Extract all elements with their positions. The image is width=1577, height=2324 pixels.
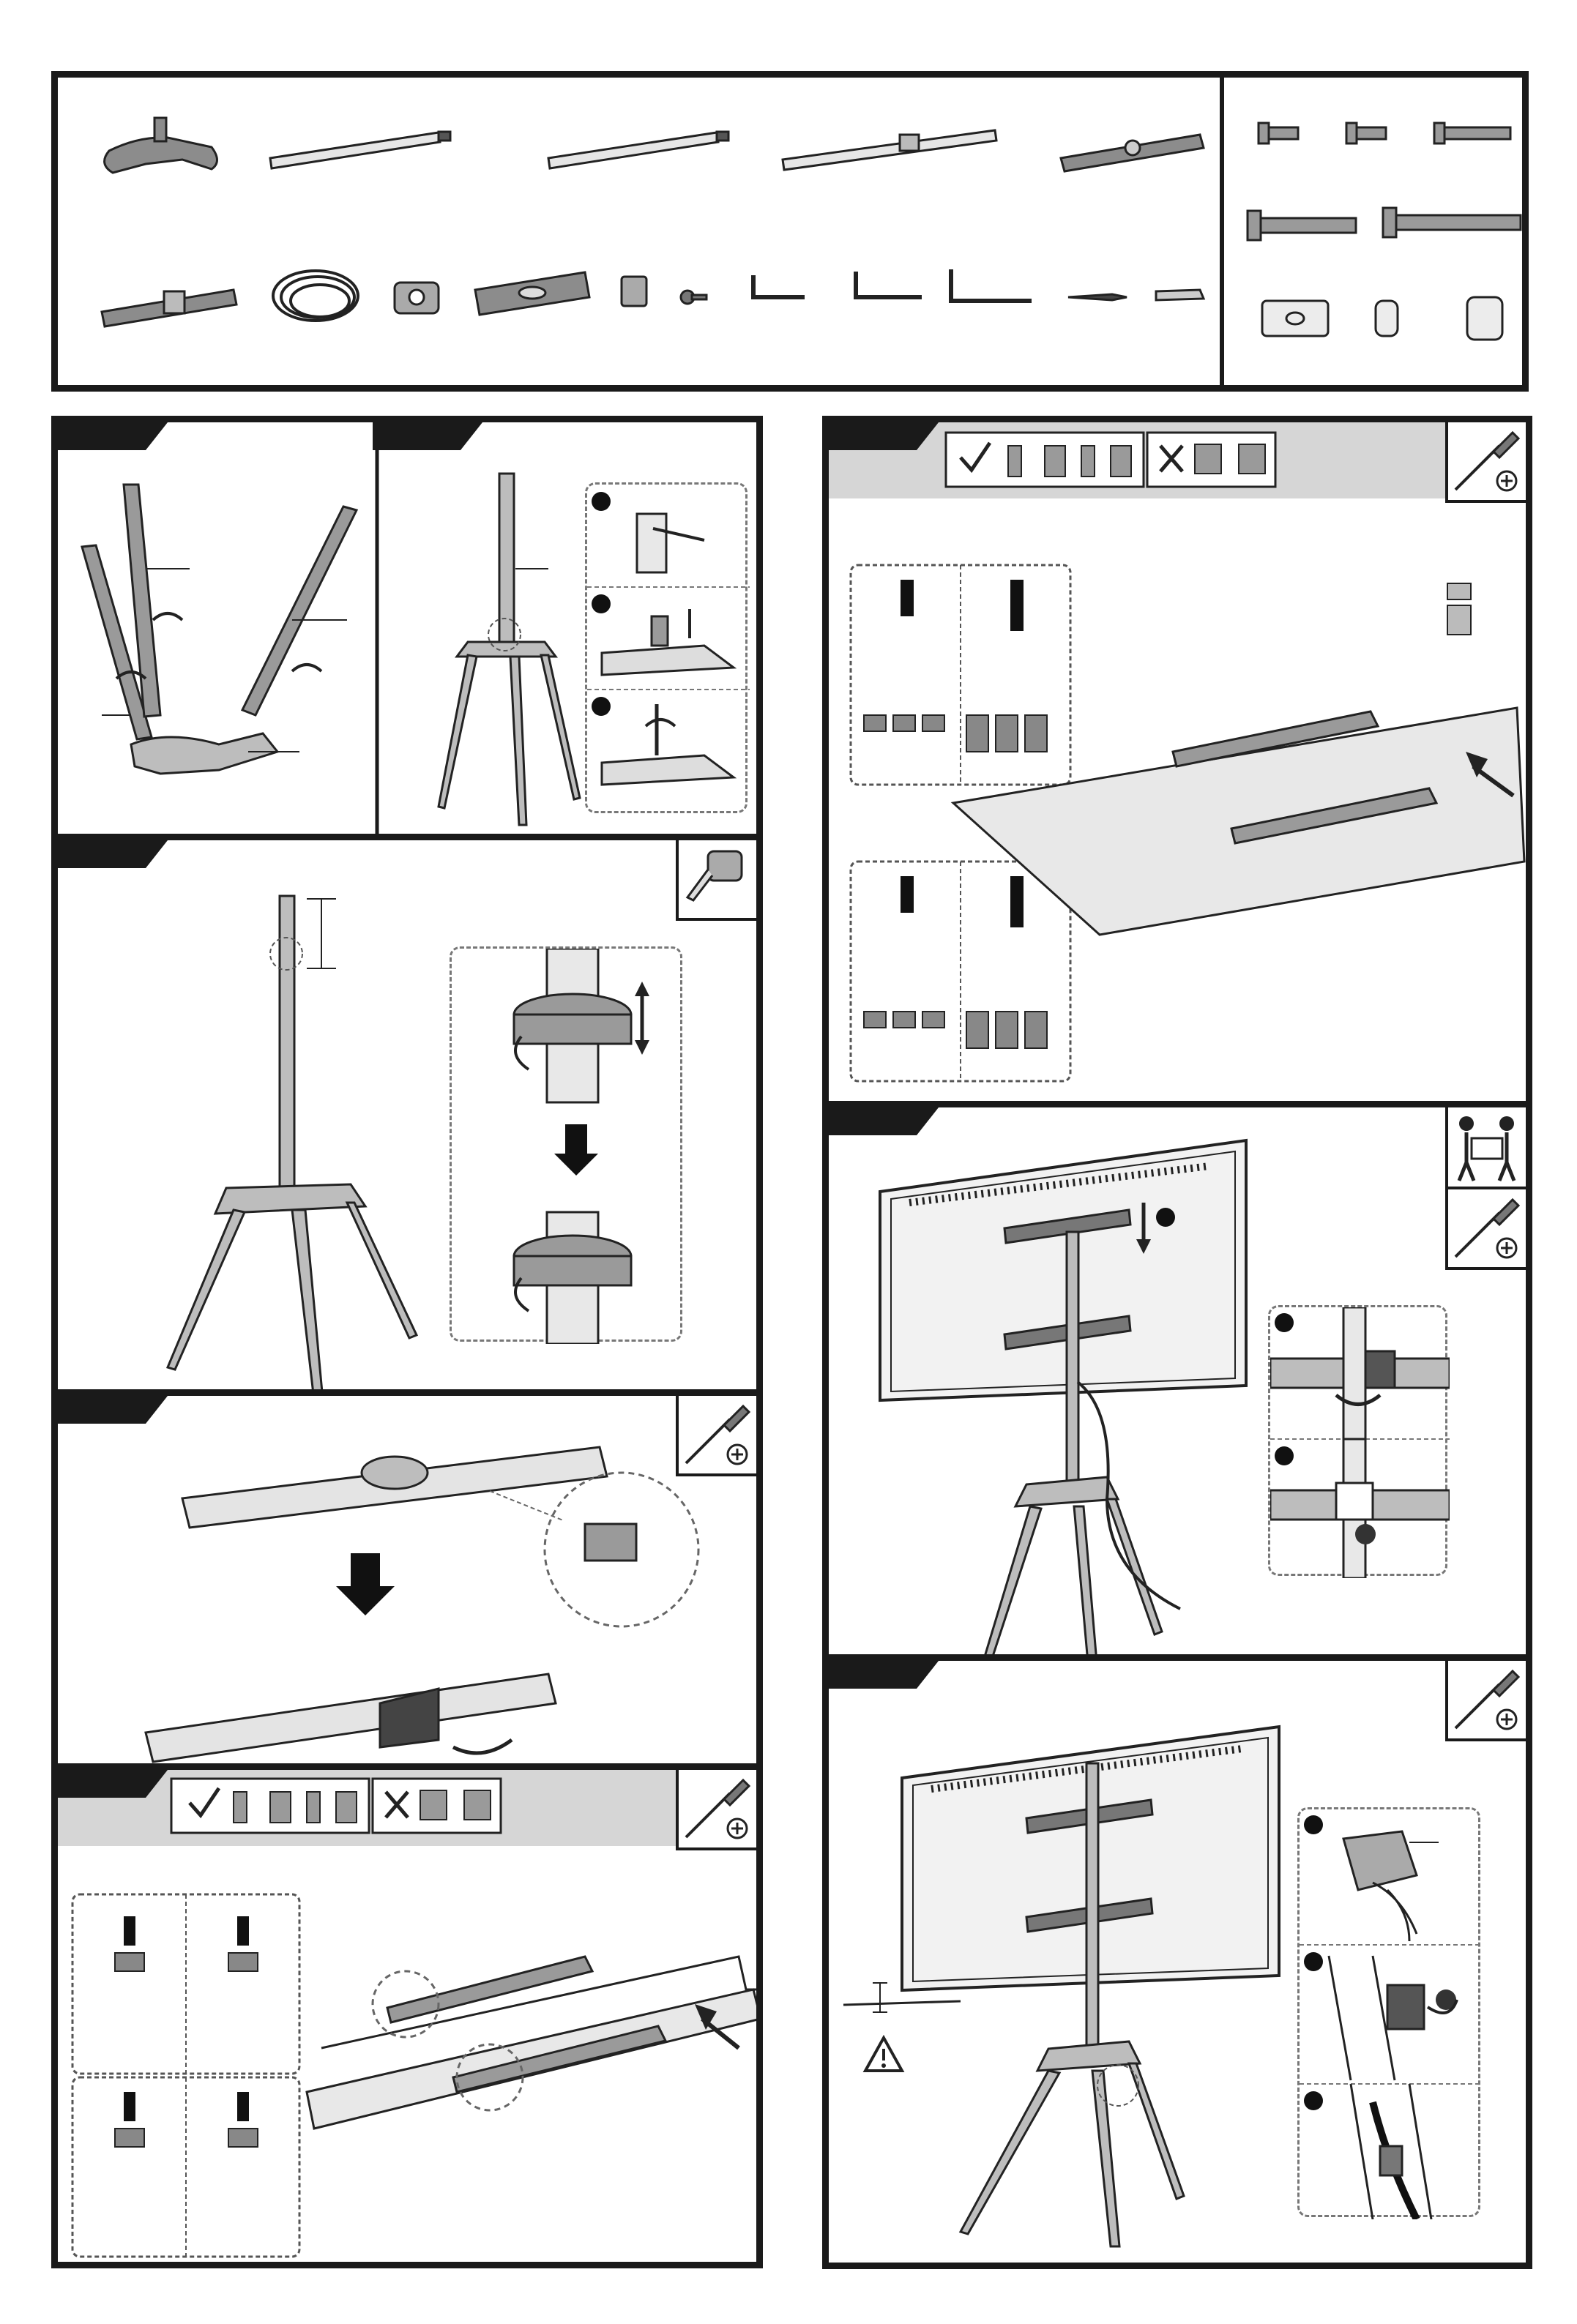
tripod-base-drawing (131, 733, 277, 774)
screwdriver-icon-3 (1445, 422, 1526, 503)
pole-tube-part (783, 130, 996, 170)
two-person-lift-icon (1445, 1107, 1526, 1189)
mount-bracket-part (102, 290, 236, 326)
small-screw-part (681, 291, 707, 304)
detail-box-hang (1268, 1305, 1447, 1576)
leg-tube-part-2 (548, 132, 728, 168)
screwdriver-icon-2 (676, 1770, 756, 1850)
screwdriver-icon-4 (1445, 1189, 1526, 1270)
parts-list-panel (51, 71, 1529, 392)
step-legs-pole-panel (51, 416, 763, 840)
step-height-panel (51, 834, 763, 1396)
leg-tube-part (270, 132, 450, 168)
step-tv-brackets-right-drawing (829, 422, 1528, 1103)
wall-plug-part (1156, 290, 1204, 300)
hardware-bolts (1248, 123, 1521, 240)
tape-measure-icon (676, 840, 756, 921)
detail-box-cable (1297, 1807, 1480, 2217)
cable-coil-part (273, 271, 358, 321)
tv-bracket-part (1061, 135, 1204, 171)
parts-list-drawing (58, 78, 1522, 385)
screwdriver-icon (676, 1396, 756, 1476)
detail-box-collar (450, 946, 682, 1342)
step-tv-brackets-left-panel (51, 1763, 763, 2268)
step-hang-tv-panel (822, 1101, 1532, 1661)
hardware-washers-spacers (1262, 297, 1502, 340)
step-tv-brackets-left-drawing (58, 1770, 761, 2268)
small-clip-part (622, 277, 646, 306)
screwdriver-icon-5 (1445, 1661, 1526, 1741)
step-bracket-collar-panel (51, 1389, 763, 1770)
step-tv-brackets-right-panel (822, 416, 1532, 1107)
step-bracket-collar-drawing (58, 1396, 761, 1766)
allen-keys-part (753, 269, 1032, 301)
tripod-base-part (105, 118, 217, 173)
wood-screw-part (1068, 294, 1127, 300)
step-cable-panel (822, 1654, 1532, 2269)
warning-icon (865, 2038, 902, 2071)
detail-box-pole (585, 482, 748, 813)
spacer-icon (1447, 583, 1471, 635)
cable-clip-part (395, 283, 439, 313)
spirit-level-part (475, 272, 589, 315)
